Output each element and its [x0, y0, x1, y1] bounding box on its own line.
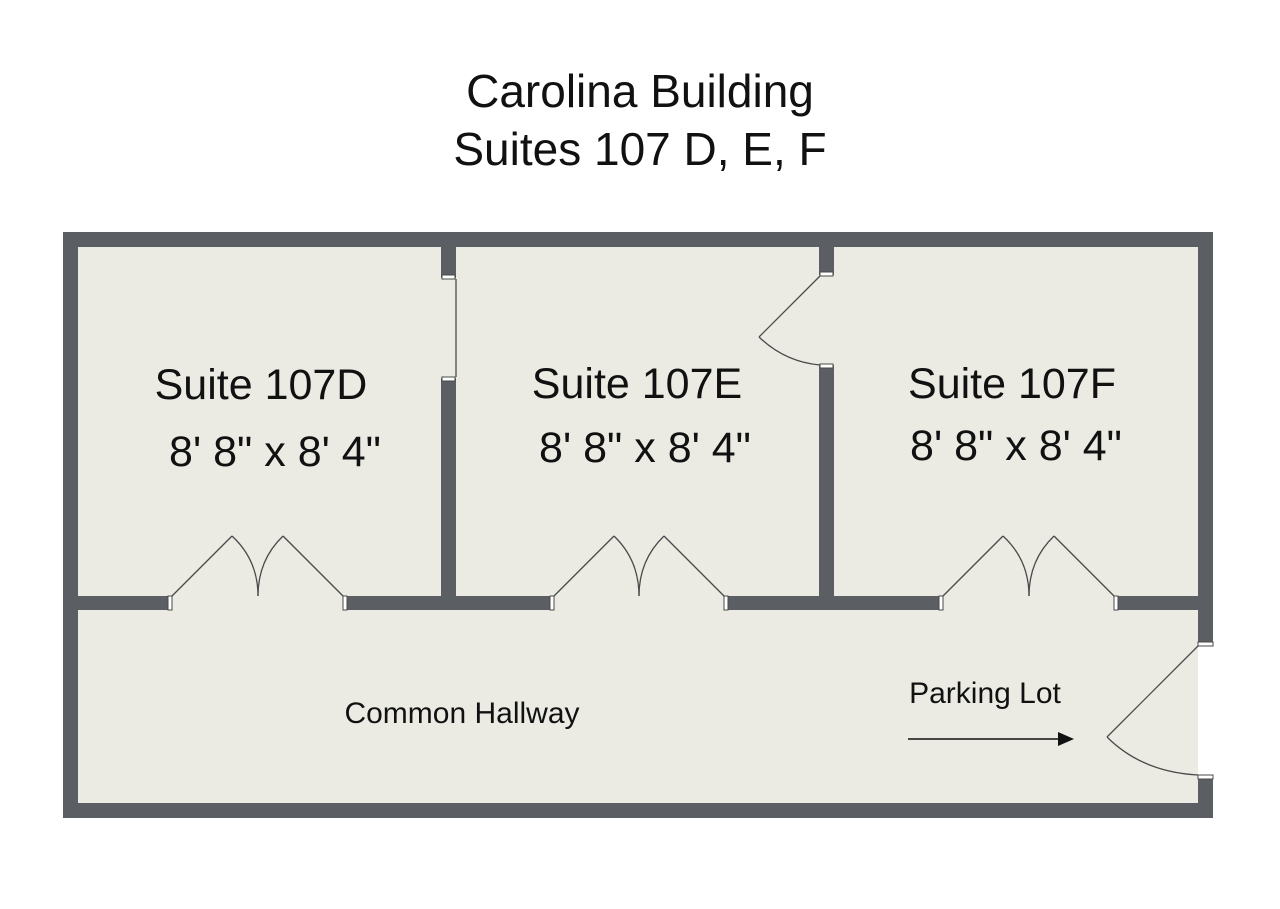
- plan-title-line2: Suites 107 D, E, F: [453, 123, 827, 175]
- door-e-f-icon: [758, 275, 821, 366]
- partition-wall-e-f-upper: [819, 247, 834, 275]
- room-dimensions-107f: 8' 8" x 8' 4": [910, 422, 1122, 470]
- double-door-107e-icon: [553, 535, 725, 597]
- outer-wall-left: [63, 232, 78, 818]
- outer-wall-bottom: [63, 803, 1213, 818]
- parking-lot-label: Parking Lot: [909, 677, 1061, 710]
- room-label-107e: Suite 107E: [532, 360, 742, 408]
- door-jamb: [1197, 774, 1214, 780]
- door-jamb: [723, 595, 729, 611]
- double-door-107f-icon: [942, 535, 1115, 597]
- door-jamb: [819, 271, 834, 277]
- room-dimensions-107d: 8' 8" x 8' 4": [169, 428, 381, 476]
- door-jamb: [549, 595, 555, 611]
- door-jamb: [1113, 595, 1119, 611]
- door-jamb: [938, 595, 944, 611]
- room-label-107d: Suite 107D: [155, 361, 368, 409]
- hallway-wall-1: [78, 596, 170, 610]
- hallway-wall-4: [1116, 596, 1198, 610]
- exterior-door-icon: [1106, 645, 1199, 776]
- floor-area: [78, 247, 1198, 803]
- door-jamb: [342, 595, 348, 611]
- partition-wall-d-e-upper: [441, 247, 456, 278]
- double-door-107d-icon: [171, 535, 344, 597]
- hallway-wall-3: [726, 596, 941, 610]
- hallway-wall-2: [345, 596, 552, 610]
- partition-wall-d-e-lower: [441, 378, 456, 596]
- door-jamb: [167, 595, 173, 611]
- hallway-label: Common Hallway: [344, 697, 579, 730]
- right-arrow-icon: [908, 732, 1074, 746]
- outer-wall-right-upper: [1198, 232, 1213, 645]
- door-jamb: [441, 376, 456, 382]
- door-jamb: [441, 274, 456, 280]
- room-label-107f: Suite 107F: [908, 360, 1116, 408]
- door-jamb: [1197, 641, 1214, 647]
- outer-wall-top: [63, 232, 1213, 247]
- outer-wall-right-lower: [1198, 777, 1213, 818]
- partition-wall-e-f-lower: [819, 365, 834, 596]
- door-jamb: [819, 363, 834, 369]
- room-dimensions-107e: 8' 8" x 8' 4": [539, 424, 751, 472]
- plan-title-line1: Carolina Building: [466, 65, 814, 117]
